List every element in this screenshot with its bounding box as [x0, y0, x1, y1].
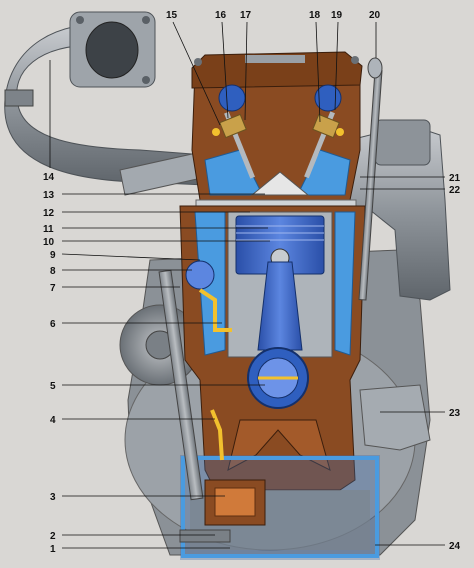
callout-22: 22: [449, 185, 461, 196]
callout-4: 4: [50, 415, 56, 426]
exhaust-valve: [304, 111, 340, 179]
coolant-pump-housing: [359, 384, 431, 451]
intake-camshaft: [218, 84, 246, 112]
callout-5: 5: [50, 381, 56, 392]
auxiliary-shaft-gear: [185, 260, 215, 290]
crank-counterweight: [227, 419, 331, 471]
callout-10: 10: [43, 237, 55, 248]
callout-15: 15: [166, 10, 178, 21]
callout-11: 11: [43, 224, 54, 235]
callout-14: 14: [43, 172, 55, 183]
callout-21: 21: [449, 173, 461, 184]
callout-leaders: [49, 21, 445, 549]
combustion-chamber: [250, 171, 310, 196]
exhaust-camshaft: [314, 84, 342, 112]
callout-2: 2: [50, 531, 56, 542]
callout-9: 9: [50, 250, 56, 261]
callout-16: 16: [215, 10, 227, 21]
callout-17: 17: [240, 10, 252, 21]
callout-6: 6: [50, 319, 56, 330]
callout-24: 24: [449, 541, 461, 552]
callout-13: 13: [43, 190, 55, 201]
main-oil-gallery: [198, 288, 232, 332]
callout-1: 1: [50, 544, 56, 555]
valve-cover: [191, 51, 363, 89]
callout-8: 8: [50, 266, 56, 277]
callout-19: 19: [331, 10, 343, 21]
callout-23: 23: [449, 408, 461, 419]
intake-valve: [219, 111, 255, 179]
oil-pickup: [179, 529, 231, 543]
callout-20: 20: [369, 10, 381, 21]
intake-port: [85, 21, 139, 79]
callout-12: 12: [43, 208, 55, 219]
callout-18: 18: [309, 10, 321, 21]
callout-3: 3: [50, 492, 56, 503]
callout-7: 7: [50, 283, 56, 294]
connecting-rod: [257, 261, 303, 351]
head-gasket: [195, 199, 357, 207]
manifold-clamp: [4, 89, 34, 107]
